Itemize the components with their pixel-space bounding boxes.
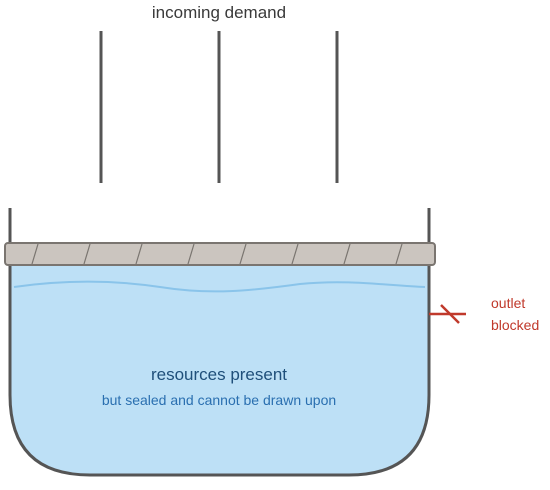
seal-lid	[4, 242, 436, 266]
tank-outline	[8, 208, 431, 477]
outlet-label-line2: blocked	[491, 317, 539, 333]
resources-present-label: resources present	[151, 365, 287, 384]
water-wave	[13, 280, 426, 293]
incoming-demand-label: incoming demand	[152, 3, 286, 22]
sealed-note-label: but sealed and cannot be drawn upon	[102, 392, 336, 408]
blocked-outlet	[429, 304, 466, 324]
lid-hatching	[31, 243, 403, 265]
outlet-label-line1: outlet	[491, 295, 525, 311]
demand-lines	[99, 31, 339, 183]
outlet-block-mark	[440, 304, 460, 324]
water-body	[10, 265, 429, 475]
